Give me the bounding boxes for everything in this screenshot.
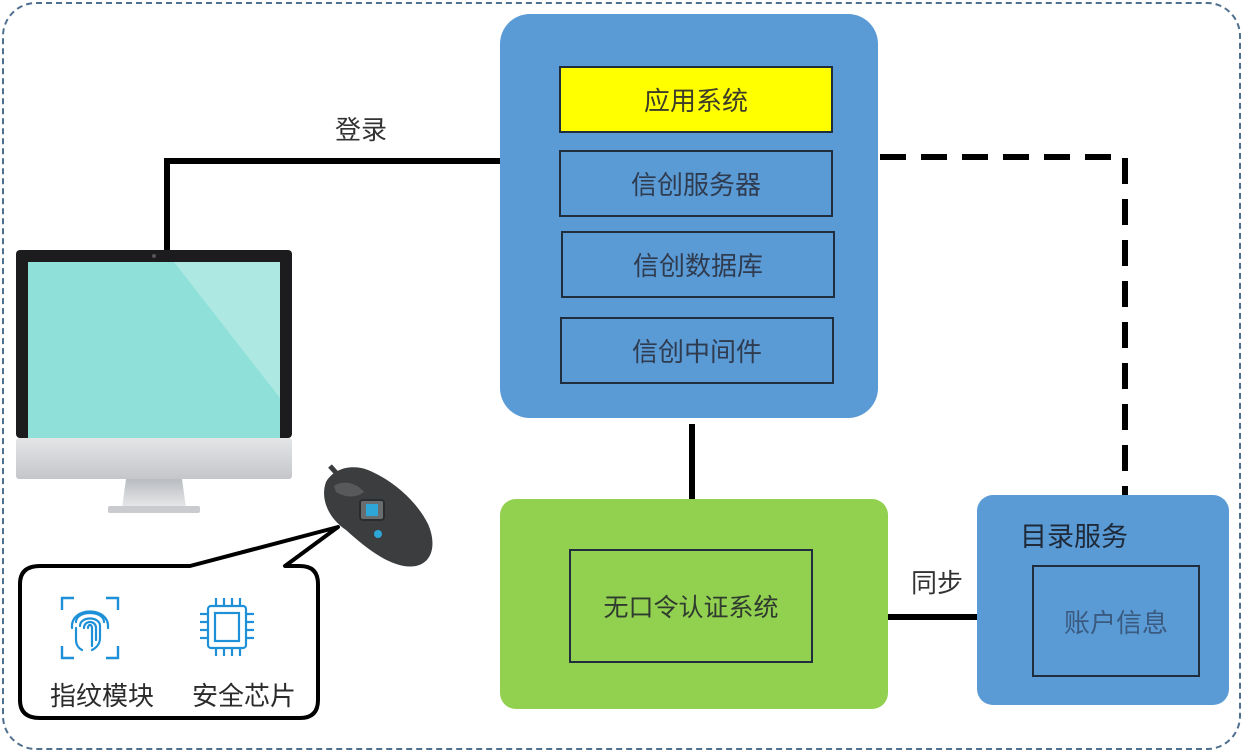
- monitor-icon: [16, 250, 292, 513]
- auth-system-box: 无口令认证系统: [500, 499, 888, 709]
- chip-icon: [200, 598, 254, 656]
- login-label: 登录: [335, 116, 388, 146]
- auth-system-label: 无口令认证系统: [569, 549, 813, 663]
- directory-service-box: 目录服务 账户信息: [977, 495, 1229, 705]
- fingerprint-icon: [60, 596, 120, 660]
- database-tier: 信创数据库: [561, 231, 835, 298]
- server-stack: 应用系统 信创服务器 信创数据库 信创中间件: [500, 14, 878, 418]
- middleware-tier: 信创中间件: [560, 317, 834, 384]
- fingerprint-mouse-icon: [324, 464, 433, 567]
- app-system-tier: 应用系统: [559, 66, 833, 133]
- dashed-sync-connector: [880, 154, 1128, 495]
- server-tier: 信创服务器: [559, 150, 833, 217]
- directory-service-title: 目录服务: [1020, 522, 1128, 553]
- security-chip-label: 安全芯片: [192, 682, 297, 712]
- fingerprint-module-label: 指纹模块: [50, 682, 155, 712]
- login-connector: [164, 158, 500, 252]
- sync-label: 同步: [911, 569, 964, 599]
- account-info-box: 账户信息: [1032, 565, 1200, 677]
